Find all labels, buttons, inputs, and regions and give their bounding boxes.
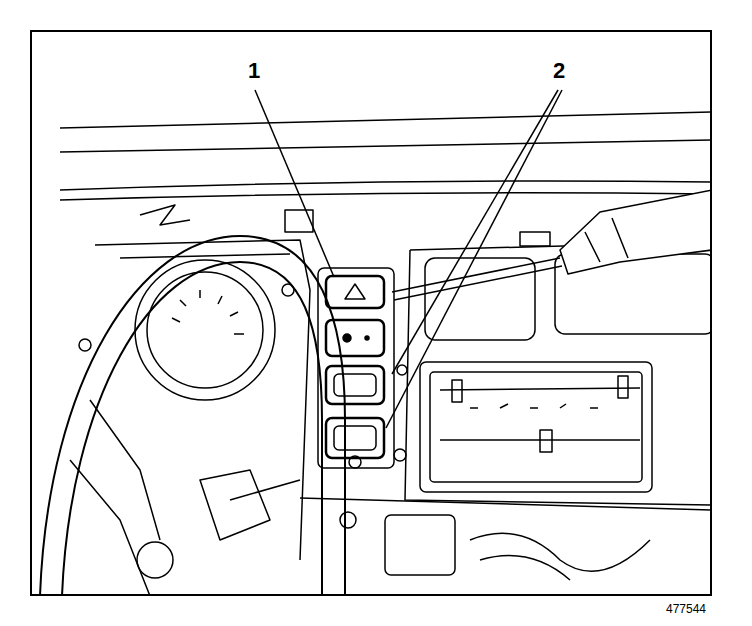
callout-number: 2: [553, 60, 565, 82]
figure-number: 477544: [666, 603, 706, 615]
callout-number: 1: [248, 60, 260, 82]
leader-lines: [255, 90, 562, 428]
